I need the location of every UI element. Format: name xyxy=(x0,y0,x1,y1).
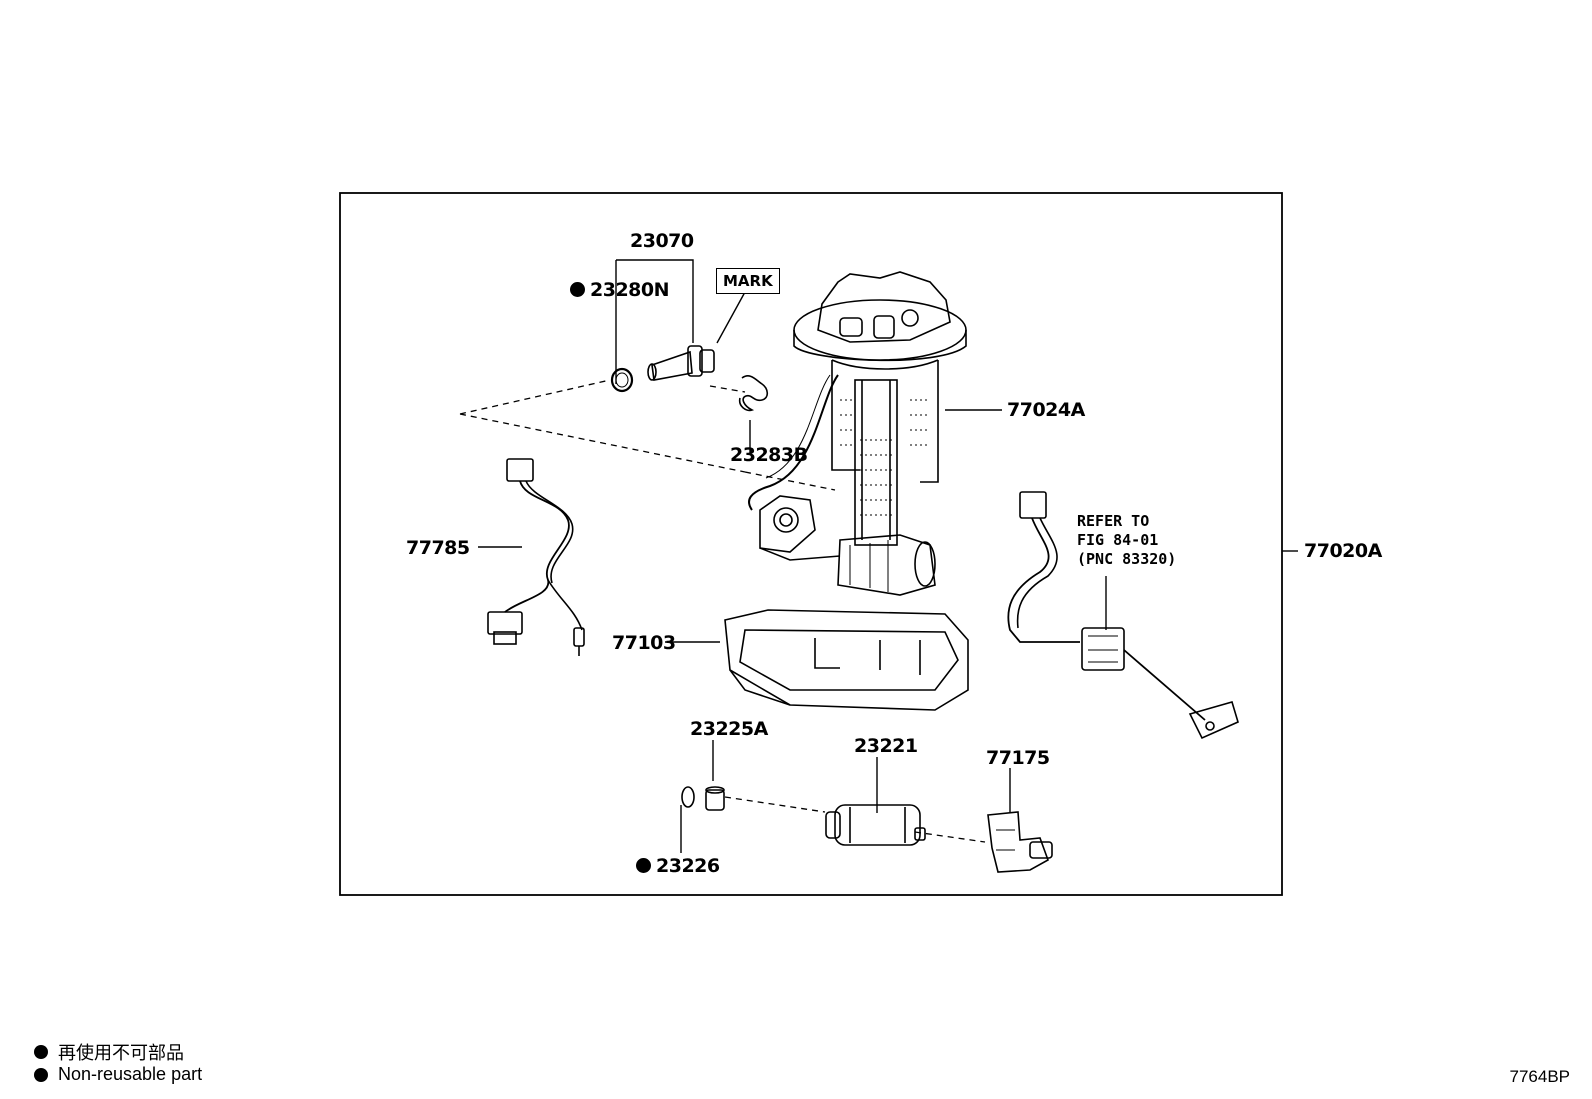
filter-23225a xyxy=(705,786,725,811)
fuel-pump-23221 xyxy=(825,804,926,846)
gasket-23226 xyxy=(681,786,695,808)
illustration-code: 7764BP xyxy=(1509,1067,1571,1086)
legend-japanese-text: 再使用不可部品 xyxy=(58,1043,184,1063)
label-23226: 23226 xyxy=(636,857,720,876)
label-23226-text: 23226 xyxy=(656,855,720,877)
refer-to-note: REFER TO FIG 84-01 (PNC 83320) xyxy=(1077,512,1177,568)
fuel-pump-module-77024a xyxy=(748,271,967,596)
assembly-frame xyxy=(339,192,1283,896)
legend-dot xyxy=(34,1045,48,1059)
label-77020a: 77020A xyxy=(1304,540,1382,562)
pressure-regulator-77175 xyxy=(987,811,1053,873)
label-23070: 23070 xyxy=(630,230,694,252)
leader-lines xyxy=(478,259,1298,853)
label-77103: 77103 xyxy=(612,632,676,654)
o-ring-23280n xyxy=(610,367,634,393)
label-23280n: 23280N xyxy=(570,279,670,301)
label-23283b: 23283B xyxy=(730,444,808,466)
legend-english: Non-reusable part xyxy=(34,1064,202,1085)
bracket-77103 xyxy=(724,609,969,711)
check-valve-23070 xyxy=(647,345,715,381)
wire-harness-77785 xyxy=(487,458,585,656)
label-23280n-text: 23280N xyxy=(590,279,670,301)
legend-english-text: Non-reusable part xyxy=(58,1064,203,1084)
legend-japanese: 再使用不可部品 xyxy=(34,1039,184,1065)
dashed-alignment-lines xyxy=(459,379,986,843)
label-77024a: 77024A xyxy=(1007,399,1085,421)
label-23221: 23221 xyxy=(854,735,918,757)
label-23225a: 23225A xyxy=(690,718,768,740)
non-reusable-marker xyxy=(570,282,585,297)
legend-dot xyxy=(34,1067,48,1082)
clip-23283b xyxy=(738,375,769,412)
label-77785: 77785 xyxy=(406,537,470,559)
mark-label-box: MARK xyxy=(716,268,780,294)
label-77175: 77175 xyxy=(986,747,1050,769)
sender-gauge-assembly xyxy=(1007,491,1239,740)
non-reusable-marker xyxy=(636,858,651,873)
